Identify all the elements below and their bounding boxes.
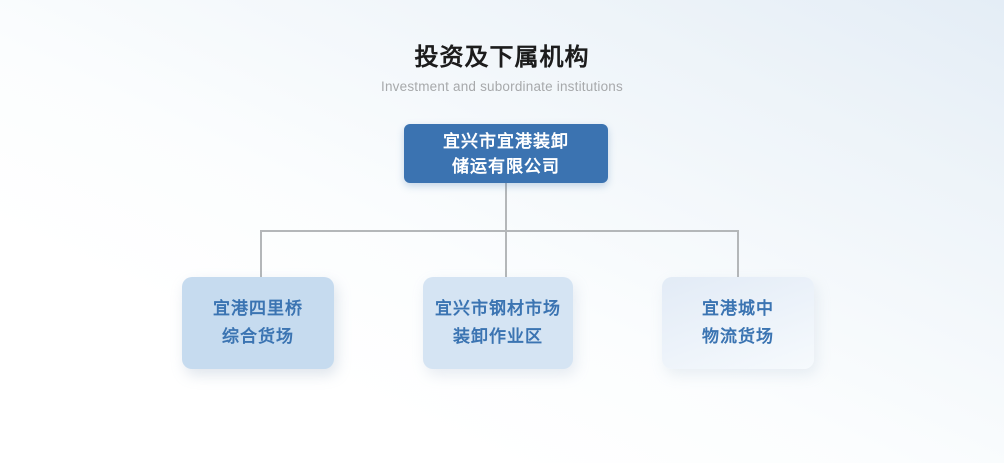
page-header: 投资及下属机构 Investment and subordinate insti… — [0, 44, 1004, 94]
org-node-child-3-line1: 宜港城中 — [702, 299, 774, 318]
org-node-child-1: 宜港四里桥 综合货场 — [182, 277, 334, 369]
org-node-child-1-line2: 综合货场 — [222, 327, 294, 346]
org-node-child-2: 宜兴市钢材市场 装卸作业区 — [423, 277, 573, 369]
org-node-child-1-line1: 宜港四里桥 — [213, 299, 303, 318]
connector-right-drop — [737, 230, 739, 277]
org-node-root-line2: 储运有限公司 — [452, 156, 560, 176]
org-node-child-3-line2: 物流货场 — [702, 327, 774, 346]
org-node-child-2-line2: 装卸作业区 — [453, 327, 543, 346]
connector-left-drop — [260, 230, 262, 277]
page-subtitle: Investment and subordinate institutions — [381, 79, 623, 94]
org-node-child-3: 宜港城中 物流货场 — [662, 277, 814, 369]
org-node-root-line1: 宜兴市宜港装卸 — [443, 131, 569, 151]
page-title: 投资及下属机构 — [414, 44, 590, 71]
org-node-child-2-line1: 宜兴市钢材市场 — [435, 299, 561, 318]
connector-horizontal-rail — [260, 230, 739, 232]
org-node-root: 宜兴市宜港装卸 储运有限公司 — [404, 124, 608, 183]
